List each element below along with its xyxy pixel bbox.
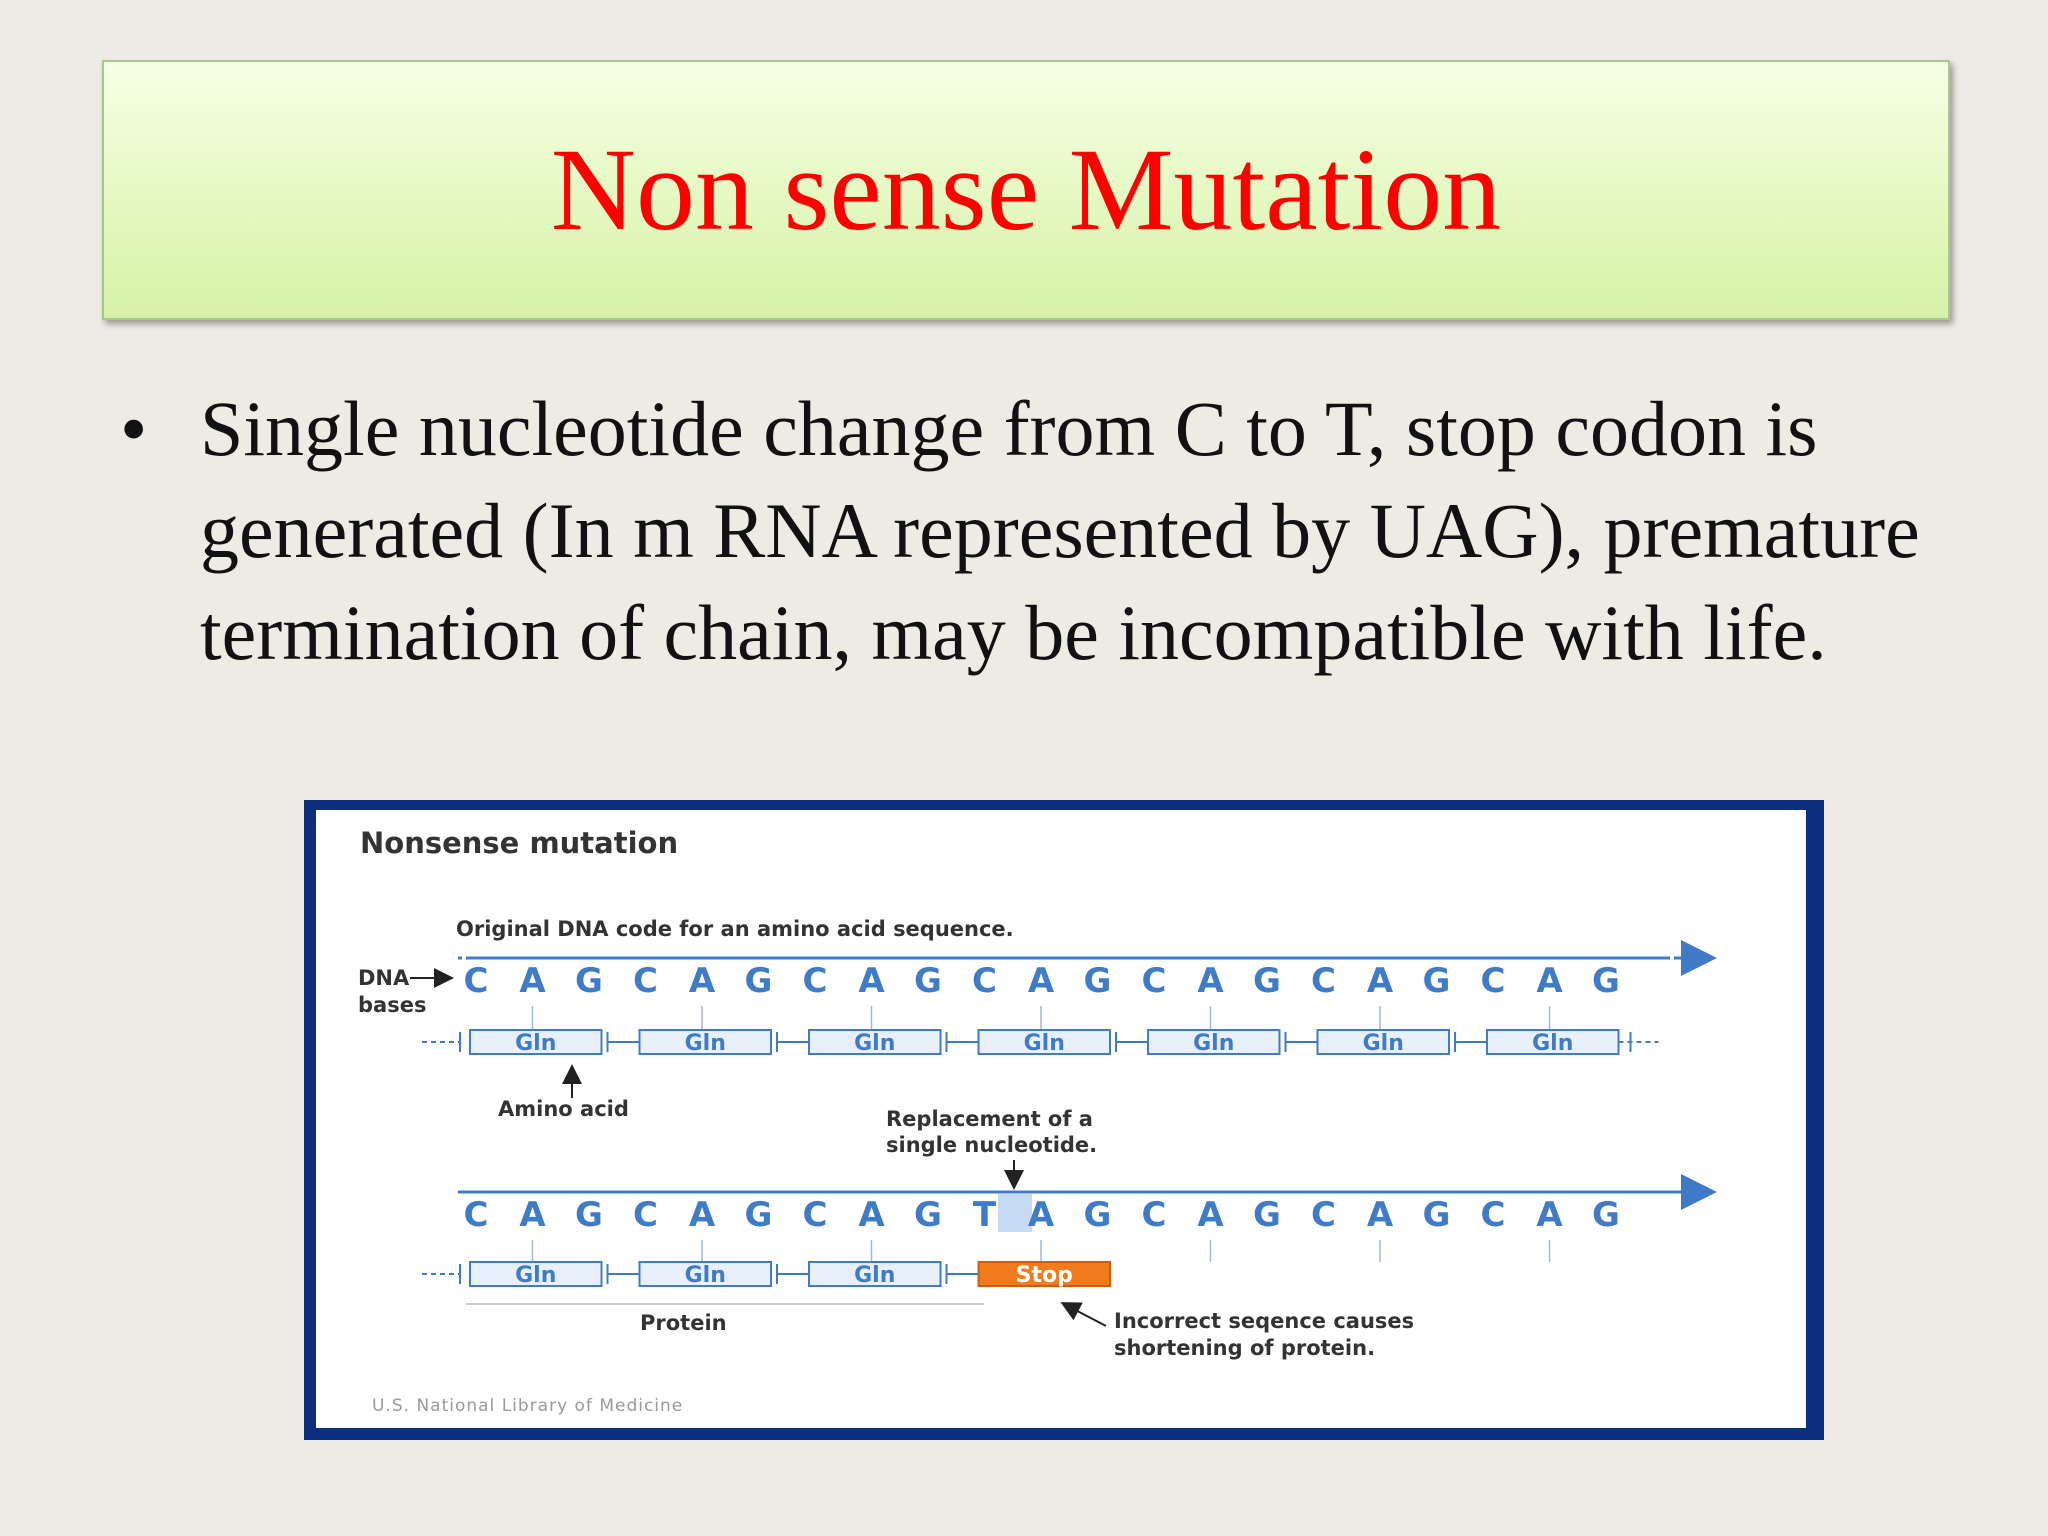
row1-base-16: A <box>1367 961 1394 1001</box>
row1-amino-box-5 <box>1316 1029 1450 1055</box>
row1-base-15: C <box>1311 961 1336 1001</box>
row2-amino-box-1 <box>638 1261 772 1287</box>
credit-text: U.S. National Library of Medicine <box>372 1396 683 1416</box>
row2-base-6: C <box>803 1195 828 1235</box>
row2-base-5: G <box>745 1195 773 1235</box>
protein-label: Protein <box>640 1311 727 1335</box>
title-banner: Non sense Mutation <box>102 60 1950 320</box>
replacement-label-line2: single nucleotide. <box>886 1133 1097 1157</box>
original-amino-chain: Gln Gln Gln Gln Gln Gln Gln <box>422 1029 1659 1056</box>
row1-base-3: C <box>633 961 658 1001</box>
row1-amino-label-6: Gln <box>1532 1031 1573 1056</box>
nonsense-mutation-figure: Nonsense mutation Original DNA code for … <box>304 800 1824 1440</box>
bullet-point: • <box>120 385 148 472</box>
mutation-diagram: Nonsense mutation Original DNA code for … <box>358 826 1717 1416</box>
row1-base-5: G <box>745 961 773 1001</box>
row1-amino-box-3 <box>977 1029 1111 1055</box>
stop-codon-box <box>977 1261 1111 1287</box>
row1-amino-box-1 <box>638 1029 772 1055</box>
row2-base-16: A <box>1367 1195 1394 1235</box>
row1-amino-label-3: Gln <box>1024 1031 1065 1056</box>
row2-base-13: A <box>1197 1195 1224 1235</box>
row2-base-10: A <box>1028 1195 1055 1235</box>
row1-base-9: C <box>972 961 997 1001</box>
mutated-amino-chain: Gln Gln Gln Stop <box>422 1261 1111 1288</box>
row1-base-7: A <box>858 961 885 1001</box>
row2-amino-box-0 <box>469 1261 603 1287</box>
row1-amino-box-0 <box>469 1029 603 1055</box>
row2-base-18: C <box>1481 1195 1506 1235</box>
stop-label: Stop <box>1016 1263 1073 1288</box>
row2-base-11: G <box>1084 1195 1112 1235</box>
row2-base-3: C <box>633 1195 658 1235</box>
row2-base-12: C <box>1142 1195 1167 1235</box>
row1-amino-label-0: Gln <box>515 1031 556 1056</box>
row2-base-8: G <box>914 1195 942 1235</box>
row1-base-8: G <box>914 961 942 1001</box>
row2-amino-label-2: Gln <box>854 1263 895 1288</box>
amino-acid-label: Amino acid <box>498 1097 629 1121</box>
row2-amino-box-2 <box>808 1261 942 1287</box>
row2-base-15: C <box>1311 1195 1336 1235</box>
row1-amino-label-2: Gln <box>854 1031 895 1056</box>
incorrect-sequence-label-line1: Incorrect seqence causes <box>1114 1309 1414 1333</box>
row2-base-17: G <box>1423 1195 1451 1235</box>
row2-base-0: C <box>464 1195 489 1235</box>
row2-base-19: A <box>1536 1195 1563 1235</box>
row1-base-18: C <box>1481 961 1506 1001</box>
row1-base-4: A <box>689 961 716 1001</box>
row1-base-19: A <box>1536 961 1563 1001</box>
incorrect-sequence-label-line2: shortening of protein. <box>1114 1336 1375 1360</box>
row2-base-4: A <box>689 1195 716 1235</box>
row1-amino-label-4: Gln <box>1193 1031 1234 1056</box>
row2-base-9: T <box>973 1195 997 1235</box>
figure-panel: Nonsense mutation Original DNA code for … <box>316 810 1806 1428</box>
row1-base-13: A <box>1197 961 1224 1001</box>
row1-amino-box-4 <box>1147 1029 1281 1055</box>
slide-title: Non sense Mutation <box>550 124 1502 255</box>
row1-base-14: G <box>1253 961 1281 1001</box>
row1-base-17: G <box>1423 961 1451 1001</box>
row2-base-14: G <box>1253 1195 1281 1235</box>
row1-base-2: G <box>575 961 603 1001</box>
row2-base-1: A <box>519 1195 546 1235</box>
row1-base-1: A <box>519 961 546 1001</box>
row1-amino-label-5: Gln <box>1363 1031 1404 1056</box>
mutated-base-highlight <box>998 1194 1032 1232</box>
row2-base-7: A <box>858 1195 885 1235</box>
row2-base-20: G <box>1592 1195 1620 1235</box>
row1-base-12: C <box>1142 961 1167 1001</box>
replacement-label-line1: Replacement of a <box>886 1107 1093 1131</box>
row1-base-20: G <box>1592 961 1620 1001</box>
row1-amino-label-1: Gln <box>685 1031 726 1056</box>
row1-base-10: A <box>1028 961 1055 1001</box>
original-caption: Original DNA code for an amino acid sequ… <box>456 917 1014 941</box>
row2-base-2: G <box>575 1195 603 1235</box>
row1-base-6: C <box>803 961 828 1001</box>
figure-heading: Nonsense mutation <box>360 826 678 860</box>
bullet-list: • Single nucleotide change from C to T, … <box>120 378 1950 684</box>
bases-label: bases <box>358 993 426 1017</box>
bullet-text: Single nucleotide change from C to T, st… <box>200 385 1920 676</box>
row1-amino-box-2 <box>808 1029 942 1055</box>
row1-base-11: G <box>1084 961 1112 1001</box>
row2-amino-label-1: Gln <box>685 1263 726 1288</box>
row2-amino-label-0: Gln <box>515 1263 556 1288</box>
dna-label: DNA <box>358 966 410 990</box>
row1-base-0: C <box>464 961 489 1001</box>
